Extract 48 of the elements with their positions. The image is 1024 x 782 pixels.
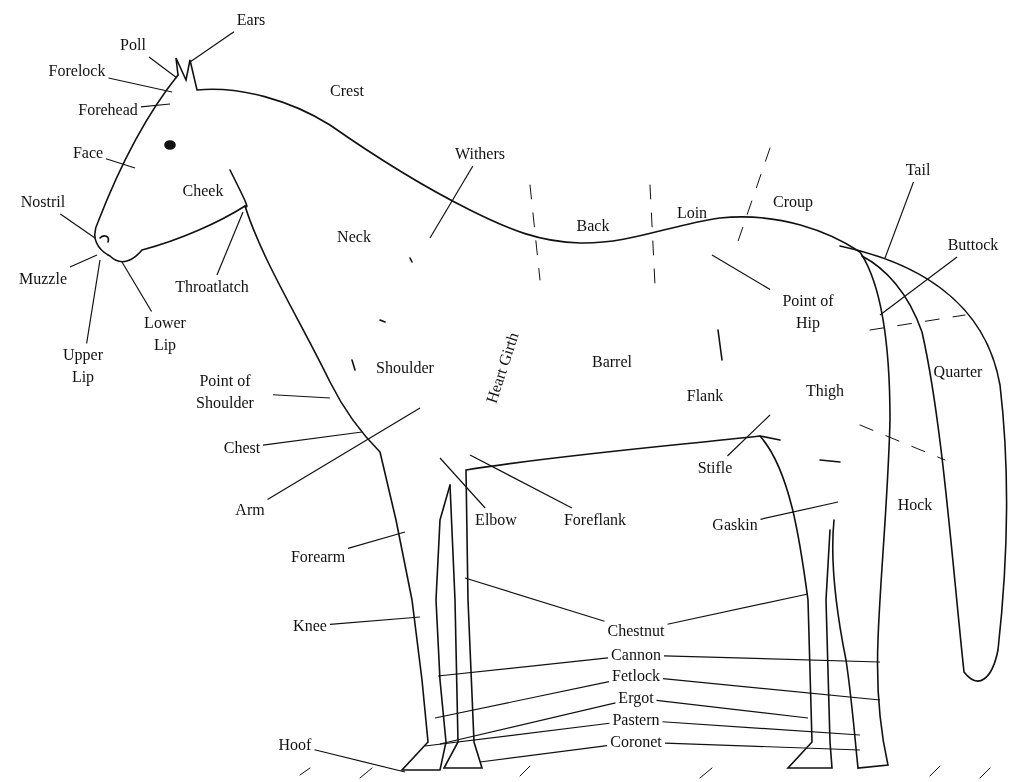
leader-line	[663, 655, 881, 663]
leader-line	[272, 394, 331, 399]
leader-line	[666, 593, 809, 625]
part-label: Loin	[676, 202, 708, 223]
leader-line	[469, 454, 573, 509]
leader-line	[726, 414, 771, 457]
leader-line	[662, 678, 881, 701]
leader-line	[59, 213, 96, 239]
leader-line	[313, 749, 406, 773]
leader-line	[69, 254, 98, 268]
leader-line	[266, 407, 421, 501]
part-label: Shoulder	[376, 357, 434, 378]
leader-line	[121, 261, 153, 313]
leader-line	[429, 165, 474, 239]
part-label: Quarter	[933, 361, 983, 382]
leader-line	[434, 681, 610, 719]
part-label: Back	[576, 215, 610, 236]
leader-line	[711, 254, 771, 291]
part-label: Thigh	[805, 380, 845, 402]
part-label: Cheek	[182, 180, 224, 201]
part-label: Neck	[337, 226, 371, 247]
leader-line	[759, 501, 839, 520]
part-label: Hock	[897, 494, 933, 515]
leader-line	[439, 457, 486, 509]
leader-line	[189, 31, 235, 63]
leader-line	[148, 56, 178, 79]
leader-line	[216, 211, 244, 276]
leader-line	[884, 181, 915, 259]
leader-line	[105, 158, 136, 169]
leader-line	[437, 657, 609, 677]
leader-line	[655, 699, 809, 719]
leader-line	[262, 431, 363, 446]
part-label: Flank	[686, 385, 724, 406]
leader-line	[107, 77, 173, 93]
part-label: Heart Girth	[481, 329, 523, 407]
leader-line	[464, 577, 606, 622]
leader-line	[347, 531, 406, 549]
part-label: Crest	[330, 80, 364, 101]
leader-line	[140, 103, 171, 108]
leader-line	[661, 721, 861, 736]
leader-line	[86, 259, 101, 345]
part-label: Croup	[773, 191, 813, 213]
leader-line	[329, 616, 421, 625]
part-label: Barrel	[592, 351, 632, 372]
leader-line	[664, 742, 861, 751]
leader-line	[879, 256, 958, 316]
leader-line	[479, 745, 608, 763]
leader-line	[424, 722, 611, 747]
